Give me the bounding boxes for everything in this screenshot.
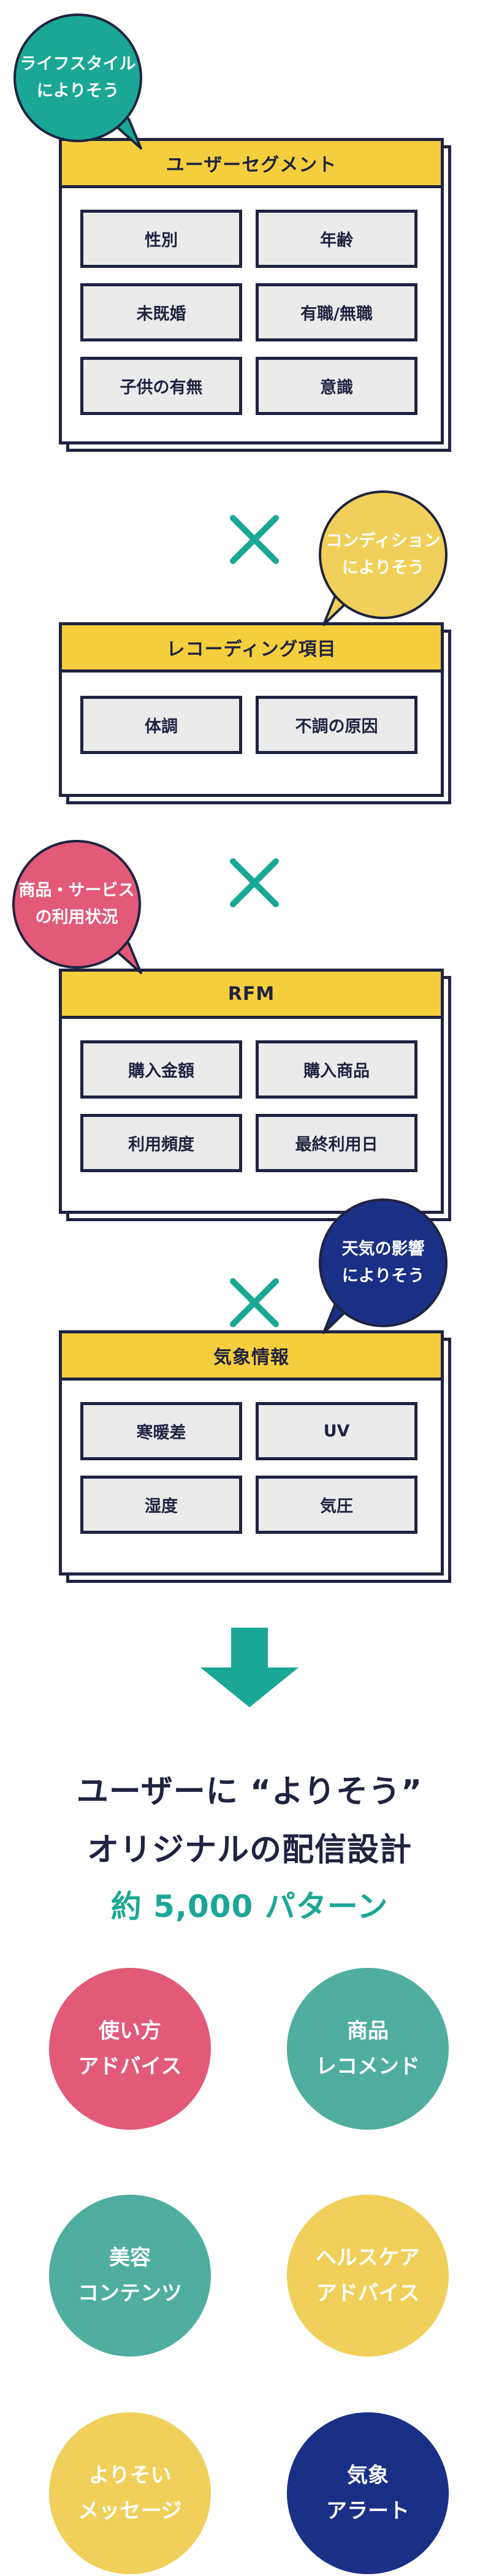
result-weather-alert: 気象 アラート [287, 2412, 449, 2574]
segment-item: 体調 [80, 696, 242, 754]
card-weather: 気象情報 寒暖差 UV 湿度 気圧 [59, 1330, 444, 1576]
segment-item: 利用頻度 [80, 1114, 242, 1172]
segment-item: 購入商品 [256, 1040, 417, 1099]
headline-pattern-count: 約 5,000 パターン [110, 1889, 389, 1924]
arrow-down-icon [200, 1628, 299, 1707]
card-user-segment: ユーザーセグメント 性別 年齢 未既婚 有職/無職 子供の有無 意識 [59, 138, 444, 444]
multiply-icon [230, 515, 279, 564]
segment-item: 最終利用日 [256, 1114, 417, 1172]
condition-bubble: コンディション によりそう [319, 490, 448, 619]
segment-item: 寒暖差 [80, 1402, 242, 1460]
service-usage-bubble: 商品・サービス の利用状況 [12, 840, 141, 969]
segment-item: 年齢 [256, 210, 417, 268]
headline-line1: ユーザーに “よりそう” [76, 1774, 423, 1810]
segment-item: 有職/無職 [256, 283, 417, 341]
card-title: 気象情報 [62, 1333, 441, 1381]
multiply-icon [230, 858, 279, 907]
segment-item: UV [256, 1402, 417, 1460]
segment-item: 湿度 [80, 1476, 242, 1534]
result-product-recommend: 商品 レコメンド [287, 1968, 449, 2130]
segment-item: 不調の原因 [256, 696, 417, 754]
result-yorisoi-message: よりそい メッセージ [49, 2412, 211, 2574]
segment-item: 気圧 [256, 1476, 417, 1534]
result-usage-advice: 使い方 アドバイス [49, 1968, 211, 2130]
result-beauty-content: 美容 コンテンツ [49, 2195, 211, 2357]
card-title: RFM [62, 972, 441, 1019]
card-title: ユーザーセグメント [62, 141, 441, 188]
card-rfm: RFM 購入金額 購入商品 利用頻度 最終利用日 [59, 969, 444, 1214]
card-recording-items: レコーディング項目 体調 不調の原因 [59, 622, 444, 797]
weather-bubble: 天気の影響 によりそう [319, 1198, 448, 1327]
multiply-icon [230, 1278, 279, 1327]
card-title: レコーディング項目 [62, 625, 441, 673]
lifestyle-bubble: ライフスタイル によりそう [13, 13, 142, 142]
headline-line2: オリジナルの配信設計 [86, 1832, 412, 1869]
segment-item: 購入金額 [80, 1040, 242, 1099]
segment-item: 子供の有無 [80, 357, 242, 415]
segment-item: 意識 [256, 357, 417, 415]
segment-item: 未既婚 [80, 283, 242, 341]
result-healthcare-advice: ヘルスケア アドバイス [287, 2195, 449, 2357]
segment-item: 性別 [80, 210, 242, 268]
